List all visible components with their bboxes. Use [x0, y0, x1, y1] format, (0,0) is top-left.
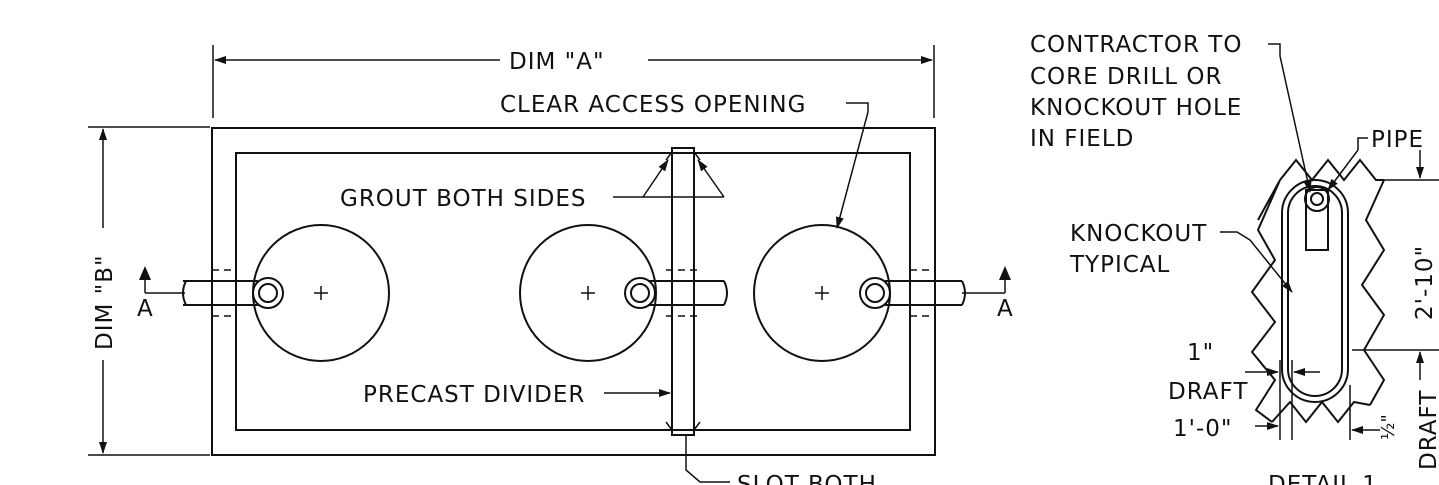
grout-both-sides-callout: GROUT BOTH SIDES: [340, 159, 725, 212]
slot-both-label: SLOT BOTH: [737, 472, 877, 485]
core-drill-line-3: KNOCKOUT HOLE: [1030, 95, 1242, 121]
section-marker-left: A: [137, 266, 185, 322]
precast-divider-wall: [665, 147, 701, 436]
section-label-left: A: [137, 296, 154, 322]
half-inch-label: ½": [1378, 414, 1399, 440]
manhole-right: [753, 224, 891, 362]
grout-both-sides-label: GROUT BOTH SIDES: [340, 186, 586, 212]
manhole-center: [519, 224, 657, 362]
draft-label: DRAFT: [1168, 379, 1248, 405]
knockout-line-2: TYPICAL: [1069, 252, 1170, 278]
height-dim-label: 2'-10": [1412, 245, 1438, 320]
dim-b-label: DIM "B": [92, 254, 118, 350]
plan-view: DIM "A" CLEAR ACCESS OPENING DIM "B": [88, 45, 1014, 485]
manhole-left: [252, 224, 390, 362]
width-dimension: 1'-0" ½" DRAFT: [1173, 385, 1439, 470]
section-marker-right: A: [962, 266, 1014, 322]
wall-break-outline: [1250, 158, 1386, 424]
dim-b-dimension: DIM "B": [88, 126, 210, 456]
detail-title: DETAIL 1: [1268, 472, 1378, 485]
knockout-callout: KNOCKOUT TYPICAL: [1069, 221, 1293, 293]
pipe-left: [182, 269, 258, 317]
core-drill-line-4: IN FIELD: [1030, 126, 1134, 152]
section-label-right: A: [997, 296, 1014, 322]
height-dimension: 2'-10": [1352, 150, 1439, 380]
core-drill-note: CONTRACTOR TO CORE DRILL OR KNOCKOUT HOL…: [1030, 32, 1312, 193]
precast-divider-label: PRECAST DIVIDER: [363, 382, 585, 408]
draft-right-label: DRAFT: [1416, 390, 1439, 470]
pipe-label: PIPE: [1371, 127, 1424, 153]
precast-divider-callout: PRECAST DIVIDER: [363, 382, 671, 408]
clear-access-opening-label: CLEAR ACCESS OPENING: [500, 92, 806, 118]
vault-inner-wall: [235, 152, 911, 431]
knockout-line-1: KNOCKOUT: [1070, 221, 1207, 247]
core-drill-line-1: CONTRACTOR TO: [1030, 32, 1242, 58]
detail-1-view: CONTRACTOR TO CORE DRILL OR KNOCKOUT HOL…: [1030, 32, 1439, 485]
slot-both-callout: SLOT BOTH: [685, 436, 877, 485]
clear-access-opening-callout: CLEAR ACCESS OPENING: [500, 92, 869, 229]
one-inch-label: 1": [1187, 340, 1214, 366]
dim-a-label: DIM "A": [509, 49, 605, 75]
pipe-callout: PIPE: [1327, 127, 1424, 191]
dim-a-dimension: DIM "A": [212, 45, 935, 118]
vault-outer-wall: [211, 127, 936, 456]
core-drill-line-2: CORE DRILL OR: [1030, 64, 1223, 90]
width-dim-label: 1'-0": [1173, 416, 1232, 442]
draft-left-dimension: 1" DRAFT: [1168, 340, 1320, 440]
pipe-right: [885, 269, 966, 317]
pipe-center: [648, 269, 728, 317]
